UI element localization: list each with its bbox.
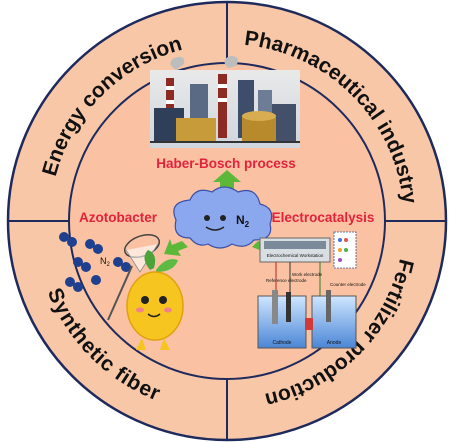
bio-n2-label: N2 <box>100 256 111 268</box>
caption-azotobacter: Azotobacter <box>79 210 158 225</box>
counter-electrode-label: Counter electrode <box>330 282 366 287</box>
work-electrode-label: Work electrode <box>292 272 323 277</box>
cathode-label: Cathode <box>273 340 292 346</box>
arrow-left <box>164 239 188 256</box>
electrochemical-setup: Electrochemical Workstation Reference el… <box>257 231 366 349</box>
cloud-n2-label: N2 <box>236 213 250 229</box>
caption-electrocatalysis: Electrocatalysis <box>272 210 375 225</box>
reference-electrode-label: Reference electrode <box>266 278 307 283</box>
n2-cloud: N2 <box>173 186 273 249</box>
caption-haber-bosch: Haber-Bosch process <box>156 156 296 171</box>
bacteria-cluster: N2 <box>59 232 131 292</box>
workstation-label: Electrochemical Workstation <box>267 253 324 258</box>
seedling-mascot <box>126 250 184 350</box>
factory-illustration <box>150 56 300 148</box>
anode-label: Anode <box>327 340 342 346</box>
